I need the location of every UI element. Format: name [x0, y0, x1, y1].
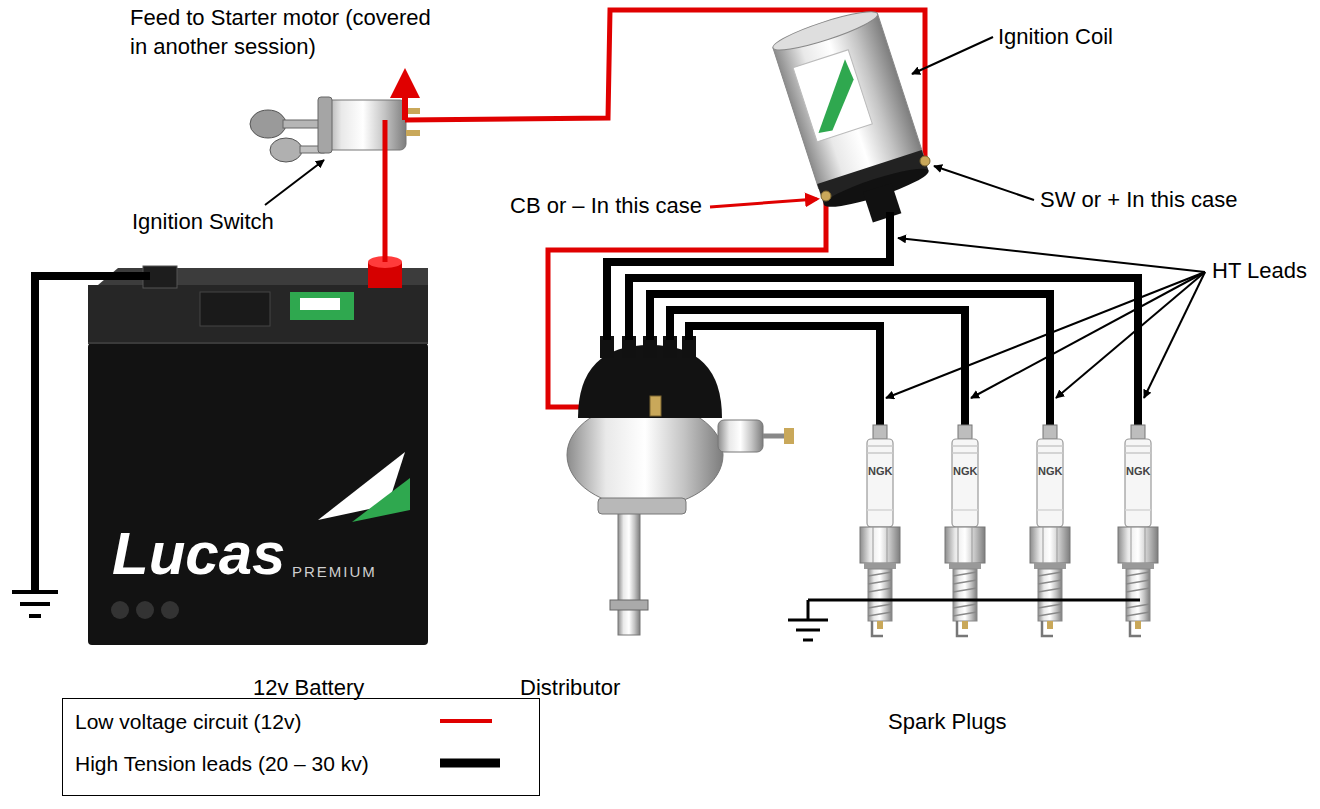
part-name: Ignition Coil: [998, 23, 1113, 52]
legend-box: Low voltage circuit (12v) High Tension le…: [62, 698, 540, 796]
terminal-name: CB or – In this case: [510, 192, 702, 221]
brand-mark: NGK: [1038, 464, 1062, 478]
brand-text: PREMIUM: [292, 562, 377, 582]
legend-text: High Tension leads (20 – 30 kv): [75, 751, 369, 776]
brand-mark: NGK: [953, 464, 977, 478]
brand-mark: NGK: [1126, 464, 1150, 478]
callout-label: Feed to Starter motor (covered in anothe…: [130, 4, 442, 61]
brand-mark: NGK: [868, 464, 892, 478]
part-name: HT Leads: [1212, 257, 1307, 286]
part-name: Spark Plugs: [888, 708, 1007, 737]
legend-red-line: [440, 719, 492, 723]
legend-text: Low voltage circuit (12v): [75, 709, 301, 734]
part-name: 12v Battery: [253, 674, 364, 703]
terminal-name: SW or + In this case: [1040, 186, 1237, 215]
part-name: Distributor: [520, 674, 620, 703]
brand-mark: Lucas: [112, 515, 285, 593]
part-name: Ignition Switch: [132, 208, 274, 237]
legend-black-line: [440, 759, 500, 768]
